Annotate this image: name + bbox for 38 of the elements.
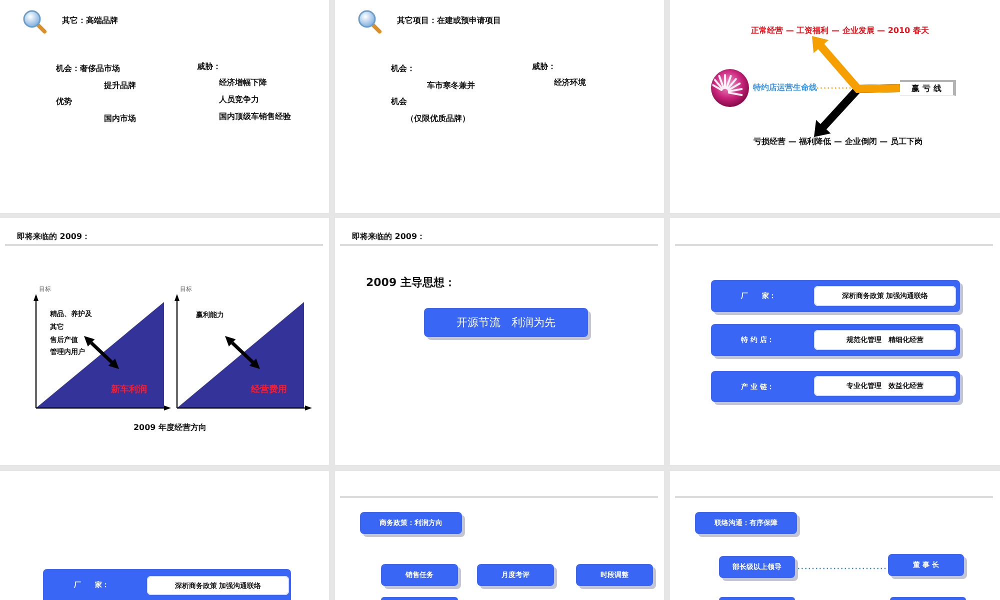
- text-label: 机会: [391, 97, 407, 107]
- node-label: 经营费用: [251, 385, 287, 396]
- text-label: 提升品牌: [104, 81, 136, 91]
- label-box: 赢 亏 线: [900, 80, 956, 96]
- text-label: 人员竞争力: [219, 95, 259, 105]
- category-bar: [711, 324, 963, 359]
- triangle-shape: [36, 302, 164, 408]
- text-label: 威胁：: [197, 62, 221, 72]
- text-label: 车市寒冬兼并: [427, 81, 475, 91]
- process-box: [381, 597, 458, 600]
- dotted-line: [798, 568, 888, 570]
- text-label: 经济增幅下降: [219, 78, 267, 88]
- text-label: 国内顶级车销售经验: [219, 112, 291, 122]
- process-box: [890, 597, 966, 600]
- text-label: 机会：: [391, 64, 415, 74]
- text-label: 威胁：: [532, 62, 556, 72]
- text-label: 特约店运营生命线: [753, 83, 817, 93]
- category-bar: [711, 280, 963, 315]
- caption: 2009 年度经营方向: [133, 423, 207, 433]
- text-label: 优势: [56, 97, 72, 107]
- text-label: 2009 主导思想：: [366, 276, 456, 290]
- node-label: 新车利润: [111, 385, 147, 396]
- text-label: 经济环境: [554, 78, 586, 88]
- title-text: 其它项目：在建或预申请项目: [397, 16, 501, 26]
- text-label: 正常经营 — 工资福利 — 企业发展 — 2010 春天: [751, 26, 929, 36]
- process-box: 开源节流 利润为先: [424, 308, 591, 340]
- category-bar: [711, 371, 963, 405]
- text-label: 机会：奢侈品市场: [56, 64, 120, 74]
- header-text: 即将来临的 2009：: [352, 232, 426, 242]
- text-label: （仅限优质品牌）: [406, 114, 470, 124]
- process-box: [719, 597, 795, 600]
- arrow: [812, 36, 900, 94]
- title-text: 其它：高端品牌: [62, 16, 118, 26]
- text-label: 亏损经营 — 福利降低 — 企业倒闭 — 员工下岗: [754, 137, 922, 147]
- triangle-shape: [177, 302, 304, 408]
- text-label: 国内市场: [104, 114, 136, 124]
- category-bar: [43, 569, 291, 600]
- header-text: 即将来临的 2009：: [17, 232, 90, 242]
